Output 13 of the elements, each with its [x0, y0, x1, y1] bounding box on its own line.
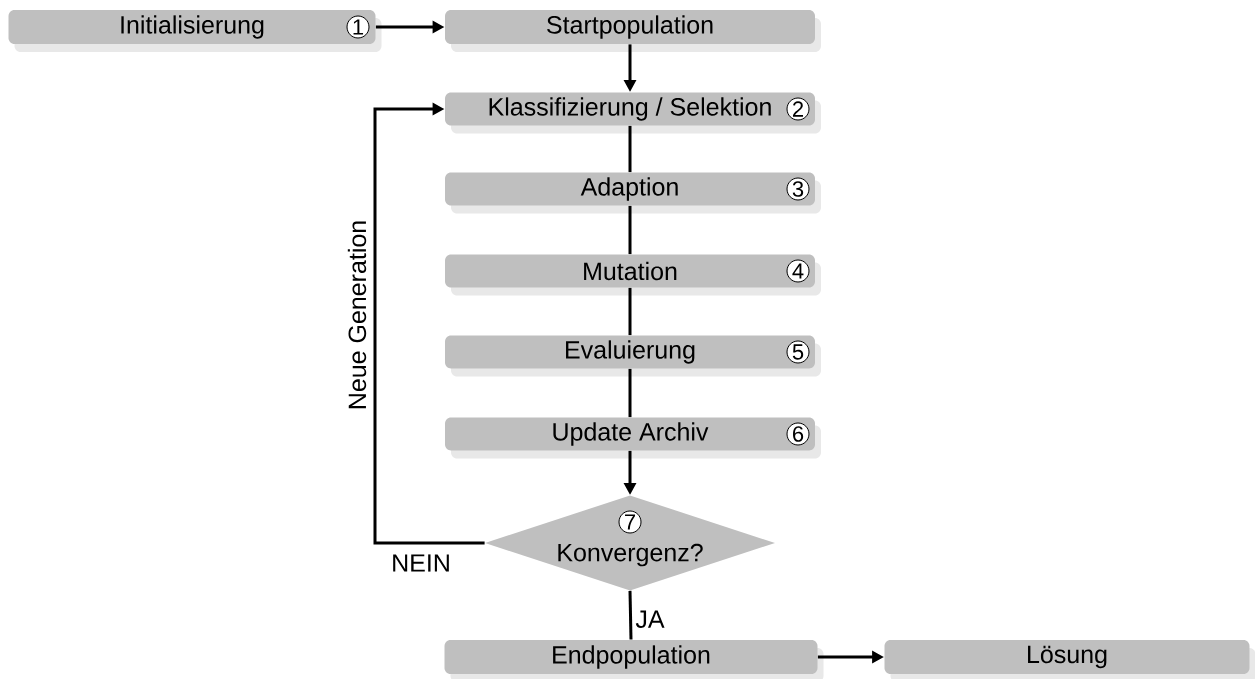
process-box: Adaption 3	[445, 172, 821, 214]
rotated-label: Neue Generation	[345, 217, 369, 413]
process-box: Startpopulation	[445, 10, 821, 52]
process-box: Update Archiv 6	[445, 417, 821, 459]
process-box: Evaluierung 5	[445, 335, 821, 377]
arrow	[373, 102, 485, 545]
process-box: Lösung	[884, 640, 1255, 679]
process-box: Initialisierung 1	[8, 10, 382, 52]
process-box: Mutation 4	[445, 254, 821, 296]
edge-label: JA	[633, 608, 667, 630]
process-box: Klassifizierung / Selektion 2	[445, 92, 821, 134]
process-box: Endpopulation	[444, 640, 824, 679]
edge-label: NEIN	[389, 552, 453, 574]
